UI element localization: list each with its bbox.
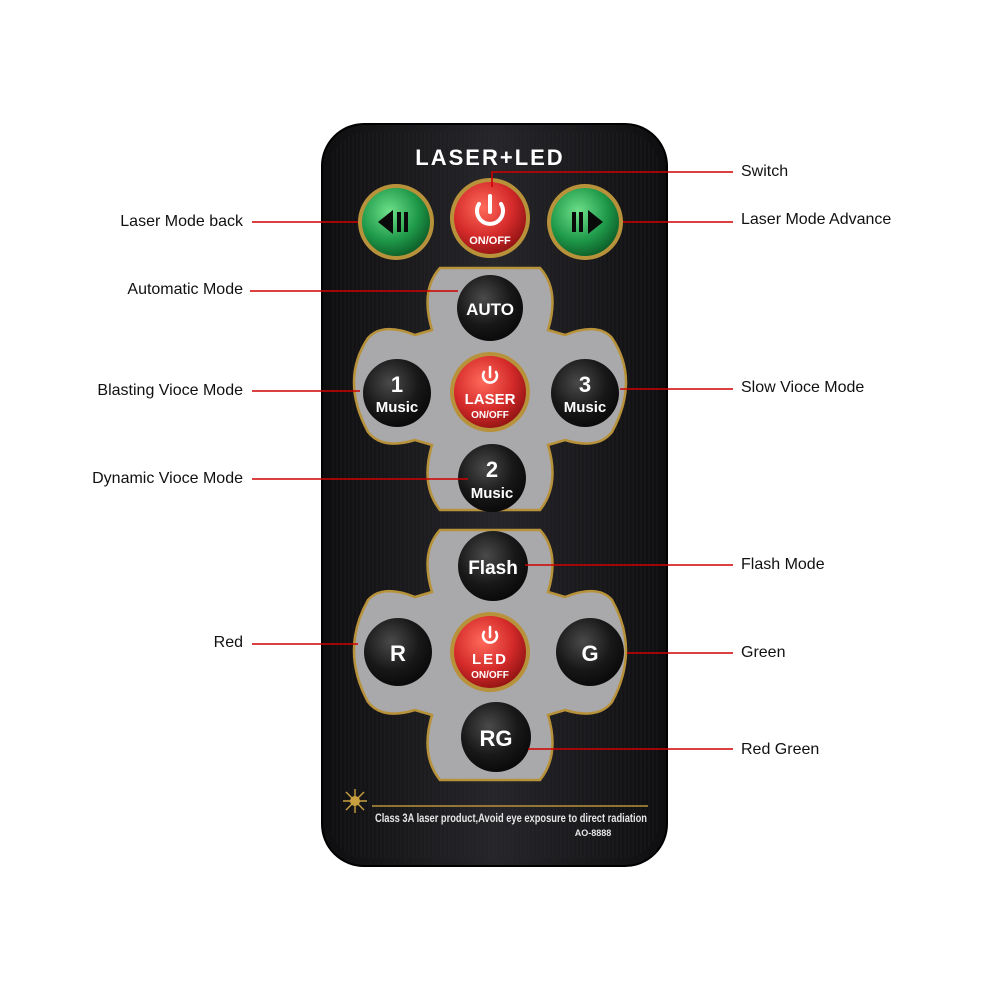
- flash-button[interactable]: Flash: [458, 531, 528, 601]
- green-button[interactable]: G: [556, 618, 624, 686]
- power-icon: [481, 365, 499, 384]
- callout-switch: [491, 171, 733, 187]
- green-button-label: G: [581, 641, 598, 666]
- led-onoff-button[interactable]: LED ON/OFF: [450, 612, 530, 692]
- music-3-number: 3: [579, 372, 591, 397]
- music-3-button[interactable]: 3 Music: [551, 359, 619, 427]
- laser-onoff-button[interactable]: LASER ON/OFF: [450, 352, 530, 432]
- laser-onoff-title: LASER: [465, 391, 516, 408]
- callout-lines: [250, 171, 733, 750]
- auto-button-label: AUTO: [466, 300, 514, 319]
- footer-warning-text: Class 3A laser product,Avoid eye exposur…: [375, 813, 647, 825]
- music-2-button[interactable]: 2 Music: [458, 444, 526, 512]
- label-slow-vioce-mode: Slow Vioce Mode: [741, 379, 865, 396]
- play-forward-icon: [572, 210, 603, 234]
- label-flash-mode: Flash Mode: [741, 556, 825, 573]
- music-1-label: Music: [376, 399, 419, 416]
- music-1-number: 1: [391, 372, 403, 397]
- label-laser-mode-back: Laser Mode back: [120, 213, 243, 230]
- music-2-label: Music: [471, 485, 514, 502]
- laser-warning-icon: [343, 789, 367, 813]
- play-back-icon: [378, 210, 408, 234]
- label-dynamic-vioce-mode: Dynamic Vioce Mode: [92, 470, 243, 487]
- label-blasting-vioce-mode: Blasting Vioce Mode: [97, 382, 243, 399]
- red-button-label: R: [390, 641, 406, 666]
- power-icon: [481, 625, 499, 644]
- laser-mode-advance-button[interactable]: [547, 184, 623, 260]
- label-switch: Switch: [741, 163, 789, 180]
- led-onoff-sub: ON/OFF: [471, 670, 509, 681]
- label-laser-mode-advance: Laser Mode Advance: [741, 211, 892, 228]
- label-red: Red: [213, 634, 243, 651]
- led-onoff-title: LED: [472, 651, 508, 668]
- power-button-label: ON/OFF: [469, 235, 511, 247]
- power-button[interactable]: ON/OFF: [450, 178, 530, 258]
- red-button[interactable]: R: [364, 618, 432, 686]
- label-green: Green: [741, 644, 786, 661]
- brand-title: LASER+LED: [415, 145, 564, 170]
- model-number: AO-8888: [575, 828, 612, 838]
- laser-mode-back-button[interactable]: [358, 184, 434, 260]
- flash-button-label: Flash: [468, 558, 518, 579]
- music-2-number: 2: [486, 457, 498, 482]
- red-green-button-label: RG: [480, 726, 513, 751]
- music-3-label: Music: [564, 399, 607, 416]
- red-green-button[interactable]: RG: [461, 702, 531, 772]
- label-automatic-mode: Automatic Mode: [127, 281, 243, 298]
- auto-button[interactable]: AUTO: [457, 275, 523, 341]
- music-1-button[interactable]: 1 Music: [363, 359, 431, 427]
- power-icon: [475, 194, 505, 226]
- laser-onoff-sub: ON/OFF: [471, 410, 509, 421]
- label-red-green: Red Green: [741, 741, 820, 758]
